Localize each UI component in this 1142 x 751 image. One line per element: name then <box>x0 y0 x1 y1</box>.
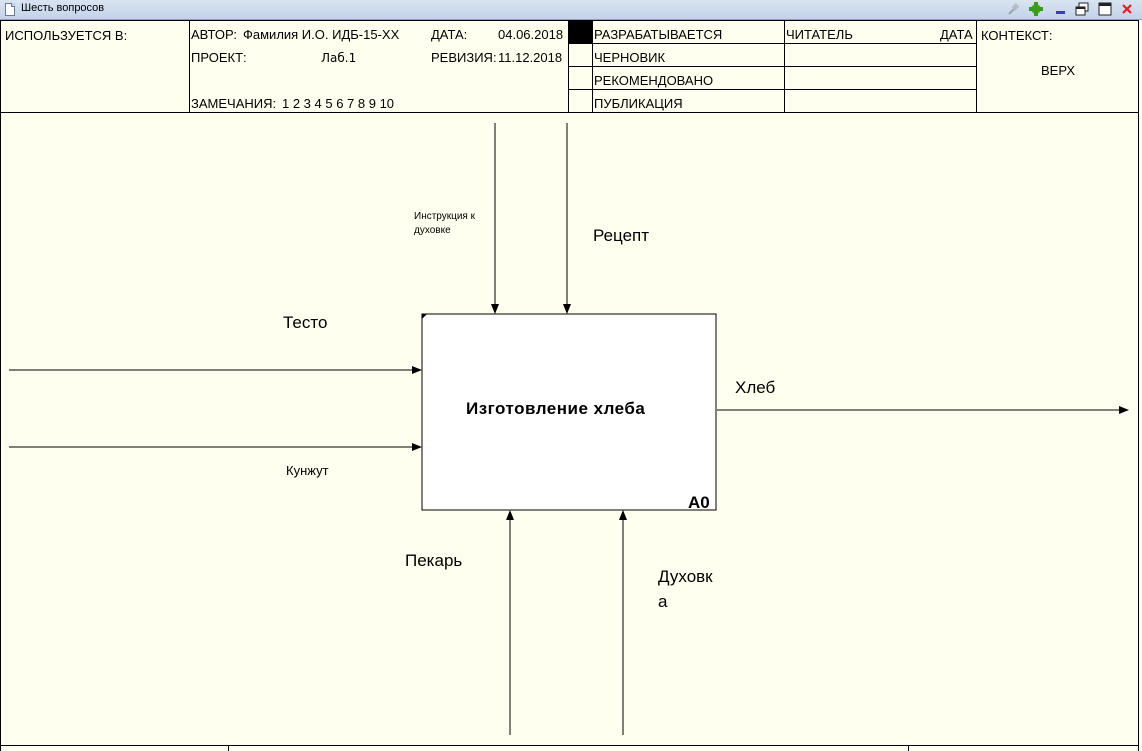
divider <box>189 21 190 112</box>
used-in-label: ИСПОЛЬЗУЕТСЯ В: <box>5 28 128 43</box>
control-label-recipe[interactable]: Рецепт <box>593 226 650 245</box>
window-titlebar: Шесть вопросов <box>0 0 1142 20</box>
close-icon[interactable] <box>1119 1 1135 17</box>
maximize-icon[interactable] <box>1097 1 1113 17</box>
window-title: Шесть вопросов <box>21 2 105 14</box>
context-label: КОНТЕКСТ: <box>981 28 1053 43</box>
input-label-sesame[interactable]: Кунжут <box>286 463 329 478</box>
project-value[interactable]: Лаб.1 <box>321 51 357 65</box>
mechanism-label-oven[interactable]: Духовка <box>658 567 713 611</box>
diagram-drawing <box>9 123 1129 735</box>
diagram-footer <box>0 745 1139 751</box>
date-label: ДАТА: <box>431 27 468 42</box>
pin-icon[interactable] <box>1006 1 1022 17</box>
context-value: ВЕРХ <box>1041 63 1076 78</box>
activity-box[interactable] <box>421 313 717 511</box>
divider <box>568 43 976 44</box>
output-label-bread[interactable]: Хлеб <box>735 378 776 397</box>
divider <box>908 746 909 751</box>
author-value[interactable]: Фамилия И.О. ИДБ-15-ХХ <box>243 27 400 42</box>
notes-label: ЗАМЕЧАНИЯ: <box>191 96 277 111</box>
input-label-dough[interactable]: Тесто <box>283 313 328 332</box>
activity-title[interactable]: Изготовление хлеба <box>466 399 646 418</box>
document-icon <box>5 3 15 16</box>
box-corner-mark <box>422 314 427 319</box>
status-working[interactable]: РАЗРАБАТЫВАЕТСЯ <box>594 27 723 42</box>
model-explorer-icon[interactable] <box>1028 1 1044 17</box>
divider <box>976 21 977 112</box>
minimize-icon[interactable] <box>1052 1 1068 17</box>
revision-label: РЕВИЗИЯ: <box>431 50 497 65</box>
status-publication[interactable]: ПУБЛИКАЦИЯ <box>594 96 683 111</box>
status-draft[interactable]: ЧЕРНОВИК <box>594 50 666 65</box>
control-label-instruction[interactable]: Инструкция к духовке <box>414 211 475 236</box>
diagram-canvas[interactable] <box>0 113 1139 745</box>
revision-value: 11.12.2018 <box>498 50 563 65</box>
status-recommended[interactable]: РЕКОМЕНДОВАНО <box>594 73 714 88</box>
status-marker <box>569 21 592 43</box>
divider <box>568 89 976 90</box>
mechanism-label-baker[interactable]: Пекарь <box>405 551 463 570</box>
divider <box>228 746 229 751</box>
date-value: 04.06.2018 <box>498 27 564 42</box>
notes-value: 1 2 3 4 5 6 7 8 9 10 <box>282 96 395 111</box>
reader-date-label: ДАТА <box>940 27 973 42</box>
author-label: АВТОР: <box>191 27 237 42</box>
restore-icon[interactable] <box>1074 1 1090 17</box>
diagram-header: ИСПОЛЬЗУЕТСЯ В: АВТОР: Фамилия И.О. ИДБ-… <box>0 20 1139 113</box>
divider <box>568 66 976 67</box>
reader-label: ЧИТАТЕЛЬ <box>786 27 853 42</box>
activity-number: A0 <box>688 493 710 512</box>
project-label: ПРОЕКТ: <box>191 50 247 65</box>
